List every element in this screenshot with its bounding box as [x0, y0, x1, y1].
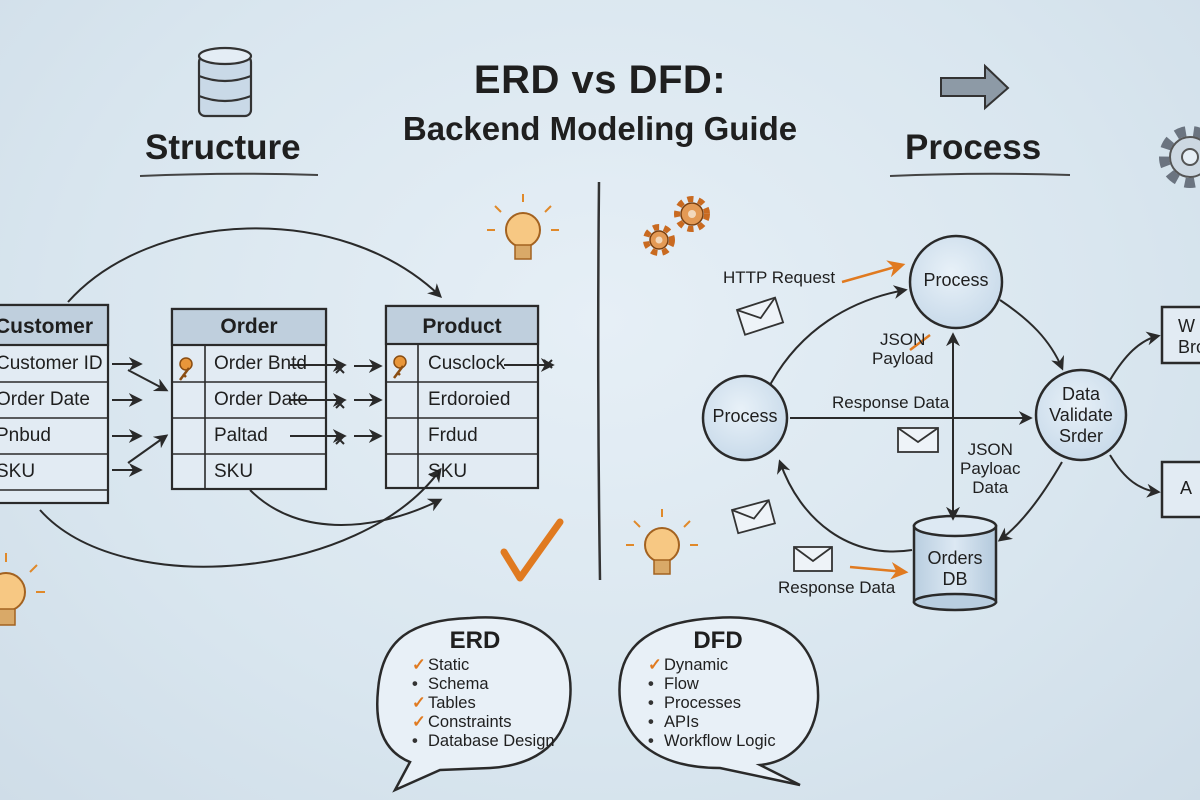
lightbulb-icon: [0, 553, 45, 626]
entity-row: Customer ID: [0, 353, 103, 374]
checkmark-icon: ✓: [412, 694, 426, 712]
structure-underline: [139, 172, 319, 177]
checkmark-icon: ✓: [648, 656, 662, 674]
envelope-icon: [730, 296, 939, 572]
page-subtitle: Backend Modeling Guide: [402, 110, 798, 147]
erd-bubble-item: •Schema: [412, 675, 489, 693]
dfd-input-flows: [841, 260, 931, 580]
entity-row: Frdud: [428, 425, 478, 446]
erd-bubble-title: ERD: [449, 627, 501, 654]
dfd-bubble: [618, 616, 820, 787]
erd-bubble-item: ✓Constraints: [412, 713, 512, 731]
entity-row: SKU: [0, 461, 36, 482]
entity-title-order: Order: [220, 315, 278, 338]
section-label-process: Process: [905, 128, 1042, 167]
process-top-label: Process: [923, 270, 989, 290]
orders-db-node: [912, 514, 998, 612]
data-validate-label: Data Validate Srder: [1049, 384, 1113, 446]
entity-box-product: [384, 304, 540, 490]
flow-label-json-payload: JSON Payload: [872, 330, 934, 368]
database-icon: [197, 46, 253, 118]
gear-icon: [1159, 126, 1200, 188]
dfd-flows: [769, 285, 1161, 553]
process-top-node: [908, 234, 1004, 330]
erd-bubble: [376, 616, 572, 793]
dfd-bubble-title: DFD: [693, 627, 743, 654]
entity-title-customer: Customer: [0, 315, 94, 338]
orders-db-label: Orders DB: [927, 548, 983, 589]
dfd-bubble-item: •APIs: [648, 713, 699, 731]
dfd-bubble-item: •Flow: [648, 675, 699, 693]
checkmark-icon: ✓: [412, 713, 426, 731]
key-icon: [179, 357, 193, 381]
erd-connectors: [39, 227, 555, 568]
checkmark-icon: [500, 518, 564, 582]
checkmark-icon: ✓: [412, 656, 426, 674]
erd-bubble-item: ✓Tables: [412, 694, 476, 712]
flow-label-http-request: HTTP Request: [723, 268, 836, 287]
dfd-bubble-item: •Workflow Logic: [648, 732, 776, 750]
entity-row: SKU: [214, 461, 254, 482]
erd-bubble-item: •Database Design: [412, 732, 555, 750]
entity-row: Order Date: [214, 389, 308, 410]
flow-label-response-data: Response Data: [832, 393, 950, 412]
dfd-bubble-item: •Processes: [648, 694, 742, 712]
right-top-box-label: W Bro: [1178, 316, 1200, 357]
right-top-box: [1160, 305, 1200, 365]
entity-row: Pnbud: [0, 425, 51, 446]
entity-row: SKU: [428, 461, 468, 482]
page-title: ERD vs DFD:: [473, 58, 727, 102]
entity-row: Order Date: [0, 389, 90, 410]
right-bottom-box: [1160, 460, 1200, 519]
entity-title-product: Product: [422, 315, 502, 338]
entity-row: Order Bntd: [214, 353, 307, 374]
entity-row: Erdoroied: [428, 389, 511, 410]
process-left-label: Process: [712, 406, 778, 426]
flow-label-response-data-bottom: Response Data: [778, 578, 896, 597]
entity-row: Paltad: [214, 425, 268, 446]
process-left-node: [701, 374, 789, 462]
section-label-structure: Structure: [145, 128, 301, 167]
right-bottom-box-label: A: [1180, 478, 1193, 498]
divider-line: [596, 181, 602, 581]
key-icon: [393, 355, 407, 379]
flow-label-json-payload-data: JSON Payloac Data: [960, 440, 1021, 497]
dfd-bubble-item: ✓Dynamic: [648, 656, 729, 674]
lightbulb-icon: [626, 509, 698, 575]
process-underline: [889, 172, 1071, 177]
entity-row: Cusclock: [428, 353, 506, 374]
arrow-right-icon: [940, 63, 1010, 111]
entity-box-customer: [0, 303, 110, 505]
gear-icon: [643, 196, 710, 256]
erd-bubble-item: ✓Static: [412, 656, 470, 674]
data-validate-node: [1034, 368, 1128, 462]
lightbulb-icon: [487, 194, 559, 260]
